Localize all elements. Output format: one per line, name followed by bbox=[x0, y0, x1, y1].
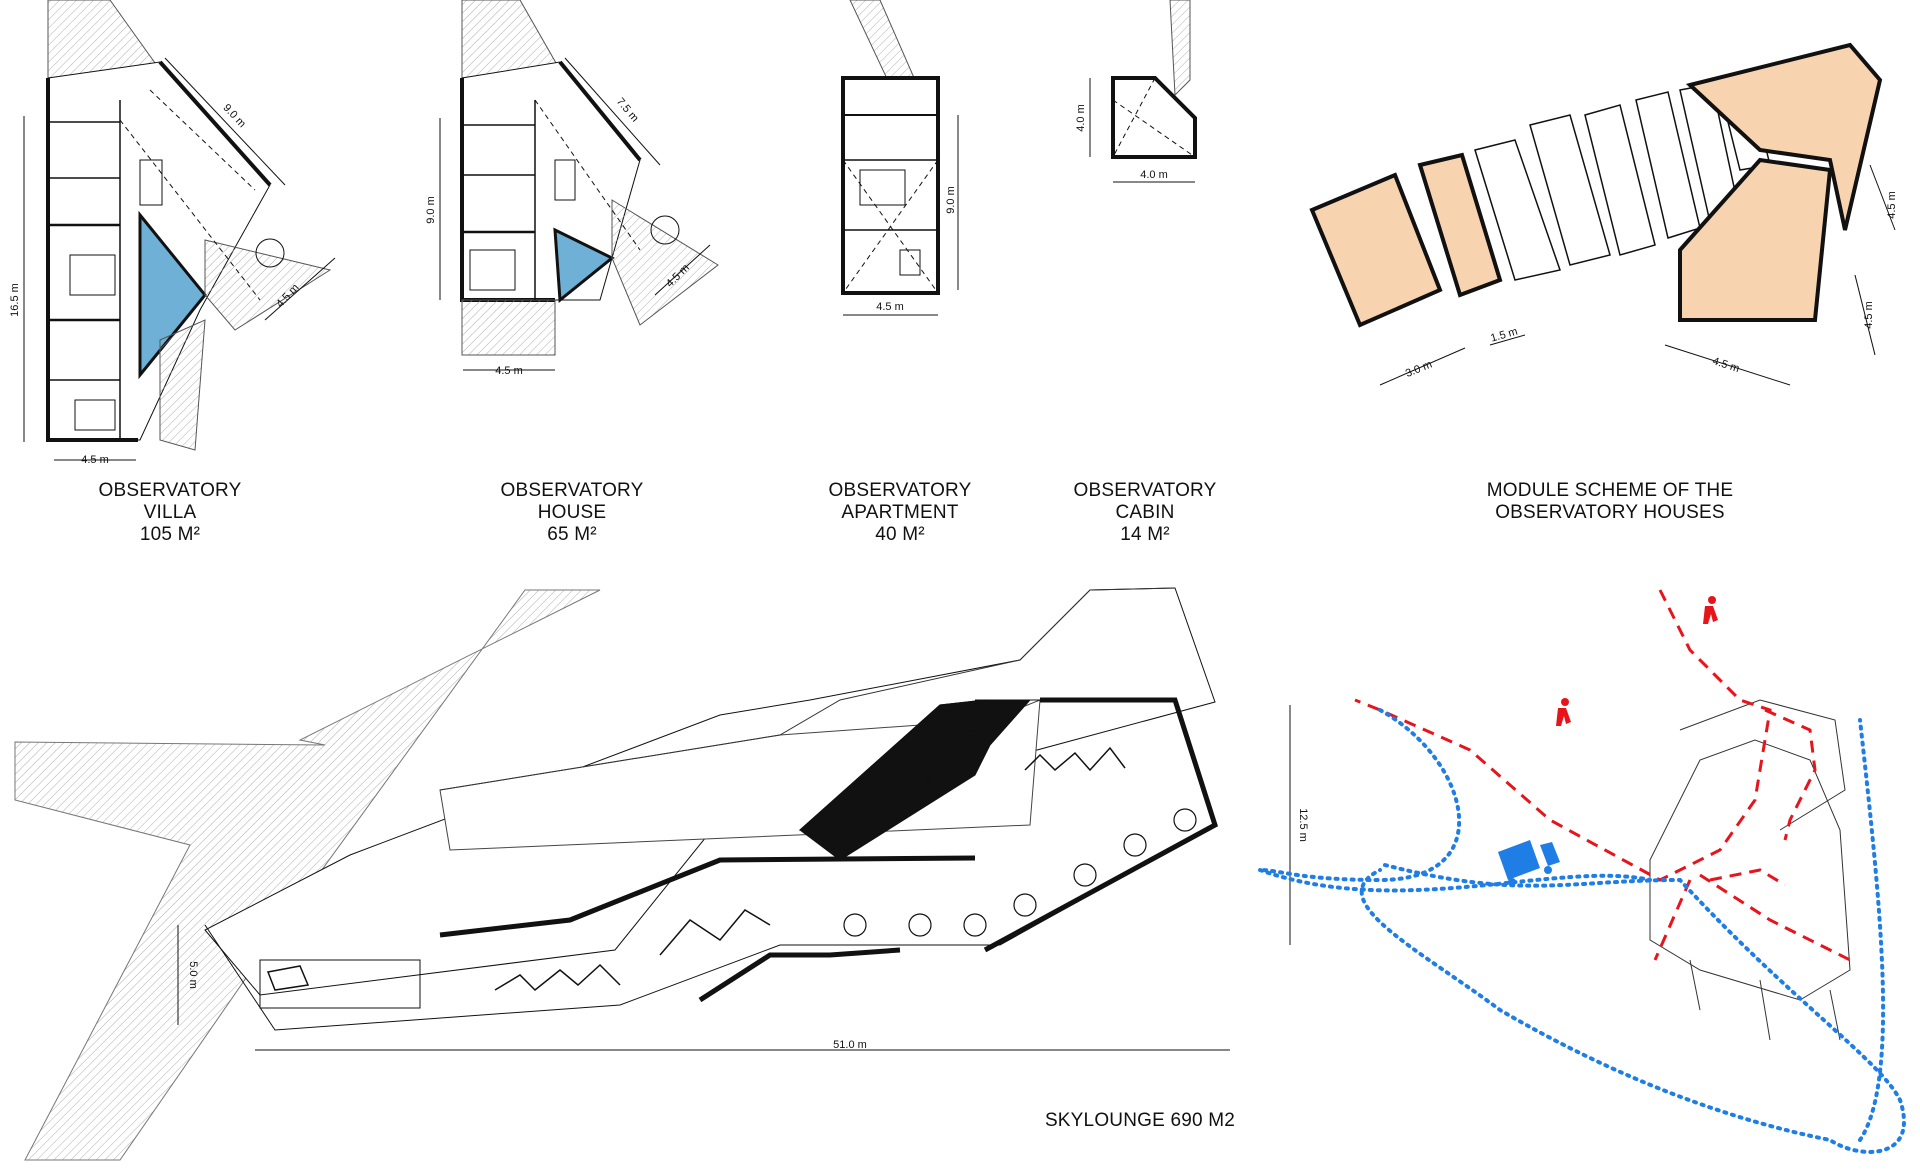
module-scheme bbox=[1309, 42, 1896, 386]
caption-villa-area: 105 M² bbox=[139, 524, 201, 545]
caption-cabin-area: 14 M² bbox=[1120, 524, 1170, 545]
module-dim-d: 4.5 m bbox=[1886, 191, 1898, 219]
caption-skylounge-text: SKYLOUNGE 690 M2 bbox=[1044, 1110, 1236, 1131]
house-diag-long-dim: 7.5 m bbox=[614, 96, 641, 125]
caption-house-line2: HOUSE bbox=[537, 502, 607, 523]
villa-plan bbox=[23, 0, 336, 461]
module-dim-e: 4.5 m bbox=[1863, 301, 1875, 329]
caption-house-line1: OBSERVATORY bbox=[500, 480, 644, 501]
module-dim-c: 4.5 m bbox=[1711, 355, 1741, 375]
caption-apartment-line2: APARTMENT bbox=[841, 502, 959, 523]
caption-module-line1: MODULE SCHEME OF THE bbox=[1486, 480, 1734, 501]
caption-apartment: OBSERVATORY APARTMENT 40 M² bbox=[790, 480, 1010, 546]
caption-apartment-area: 40 M² bbox=[875, 524, 925, 545]
villa-height-dim: 16.5 m bbox=[9, 283, 21, 317]
apartment-width-dim: 4.5 m bbox=[876, 301, 904, 313]
module-dim-b: 1.5 m bbox=[1489, 326, 1519, 345]
cabin-width-dim: 4.0 m bbox=[1140, 169, 1168, 181]
apartment-height-dim: 9.0 m bbox=[945, 186, 957, 214]
lounge-height-dim: 12.5 m bbox=[1297, 808, 1309, 842]
caption-house: OBSERVATORY HOUSE 65 M² bbox=[462, 480, 682, 546]
wc-label-1: WC bbox=[967, 718, 985, 739]
wc-label-2: WC bbox=[922, 770, 940, 791]
skylounge-tables bbox=[843, 808, 1197, 937]
caption-villa: OBSERVATORY VILLA 105 M² bbox=[60, 480, 280, 546]
access-diagram bbox=[1258, 589, 1906, 1154]
cabin-height-dim: 4.0 m bbox=[1075, 104, 1087, 132]
caption-module-scheme: MODULE SCHEME OF THE OBSERVATORY HOUSES bbox=[1450, 480, 1770, 524]
truck-icon bbox=[1498, 840, 1560, 886]
caption-cabin: OBSERVATORY CABIN 14 M² bbox=[1035, 480, 1255, 546]
caption-villa-line2: VILLA bbox=[143, 502, 197, 523]
module-dim-a: 3.0 m bbox=[1404, 359, 1434, 380]
lounge-side-dim: 5.0 m bbox=[187, 961, 199, 989]
house-plan bbox=[439, 0, 719, 371]
house-height-dim: 9.0 m bbox=[425, 196, 437, 224]
caption-module-line2: OBSERVATORY HOUSES bbox=[1495, 502, 1725, 523]
caption-villa-line1: OBSERVATORY bbox=[98, 480, 242, 501]
caption-skylounge: SKYLOUNGE 690 M2 bbox=[1020, 1110, 1260, 1132]
cabin-plan bbox=[1089, 0, 1197, 183]
skylounge-plan bbox=[14, 587, 1291, 1161]
caption-cabin-line2: CABIN bbox=[1115, 502, 1175, 523]
apartment-plan bbox=[841, 0, 959, 316]
caption-house-area: 65 M² bbox=[547, 524, 597, 545]
walking-person-icon bbox=[1556, 596, 1718, 726]
lounge-length-dim: 51.0 m bbox=[833, 1039, 867, 1051]
caption-apartment-line1: OBSERVATORY bbox=[828, 480, 972, 501]
caption-cabin-line1: OBSERVATORY bbox=[1073, 480, 1217, 501]
house-width-dim: 4.5 m bbox=[495, 365, 523, 377]
villa-width-dim: 4.5 m bbox=[81, 454, 109, 466]
villa-diag-long-dim: 9.0 m bbox=[220, 102, 248, 130]
